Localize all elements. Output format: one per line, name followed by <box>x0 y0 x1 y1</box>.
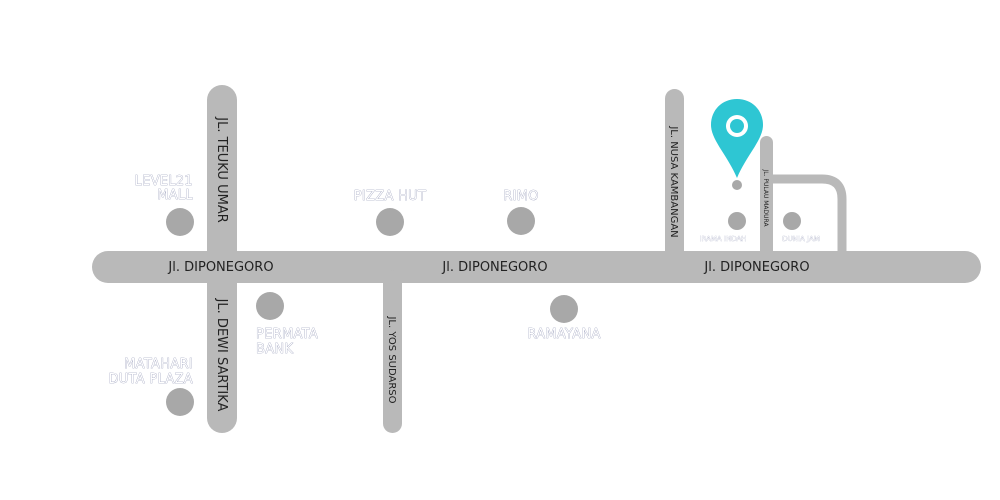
poi-label-pizza-hut: PIZZA HUT <box>354 189 426 204</box>
poi-dot-pizza-hut <box>376 208 404 236</box>
street-label-nusa-kambangan: JL. NUSA KAMBANGAN <box>668 125 679 237</box>
street-label-diponegoro-west: Jl. DIPONEGORO <box>167 260 273 275</box>
poi-dot-matahari-duta-plaza <box>166 388 194 416</box>
poi-label-level21-line2: MALL <box>157 188 193 203</box>
road-diponegoro <box>92 251 981 283</box>
poi-label-matahari-line1: MATAHARI <box>124 357 193 372</box>
street-label-yos-sudarso: JL. YOS SUDARSO <box>386 315 397 403</box>
poi-label-ramayana: RAMAYANA <box>527 327 600 342</box>
poi-label-dunia-jam: DUNIA JAM <box>782 235 820 243</box>
poi-dot-rimo <box>507 207 535 235</box>
location-pin-icon[interactable] <box>711 99 763 178</box>
street-label-diponegoro-east: Jl. DIPONEGORO <box>703 260 809 275</box>
poi-dot-irama-indah <box>728 212 746 230</box>
poi-label-level21-line1: LEVEL21 <box>135 174 193 189</box>
street-label-dewi-sartika: JL. DEWI SARTIKA <box>214 298 229 412</box>
poi-dot-dunia-jam <box>783 212 801 230</box>
street-labels: Jl. DIPONEGORO Jl. DIPONEGORO Jl. DIPONE… <box>167 116 809 411</box>
road-yos-sudarso <box>383 270 402 433</box>
road-teuku-umar-dewi-sartika <box>207 85 237 433</box>
road-nusa-kambangan <box>665 89 684 269</box>
poi-dot-destination <box>732 180 742 190</box>
poi-dot-permata-bank <box>256 292 284 320</box>
street-label-teuku-umar: JL. TEUKU UMAR <box>214 116 229 223</box>
street-label-diponegoro-center: Jl. DIPONEGORO <box>441 260 547 275</box>
road-pulau-madura-loop <box>773 174 847 262</box>
poi-dot-ramayana <box>550 295 578 323</box>
poi-labels: LEVEL21 MALL PIZZA HUT RIMO PERMATA BANK… <box>108 174 820 388</box>
poi-dot-level21-mall <box>166 208 194 236</box>
poi-label-permata-line2: BANK <box>256 342 293 357</box>
poi-label-irama-indah: IRAMA INDAH <box>699 235 746 243</box>
road-pulau-madura <box>760 136 773 266</box>
poi-label-matahari-line2: DUTA PLAZA <box>108 372 193 387</box>
location-pin-core <box>730 119 744 133</box>
poi-dots <box>166 180 801 416</box>
street-label-pulau-madura: JL. PULAU MADURA <box>762 168 769 227</box>
roads <box>92 85 981 433</box>
poi-label-permata-line1: PERMATA <box>256 327 318 342</box>
poi-label-rimo: RIMO <box>503 189 539 204</box>
